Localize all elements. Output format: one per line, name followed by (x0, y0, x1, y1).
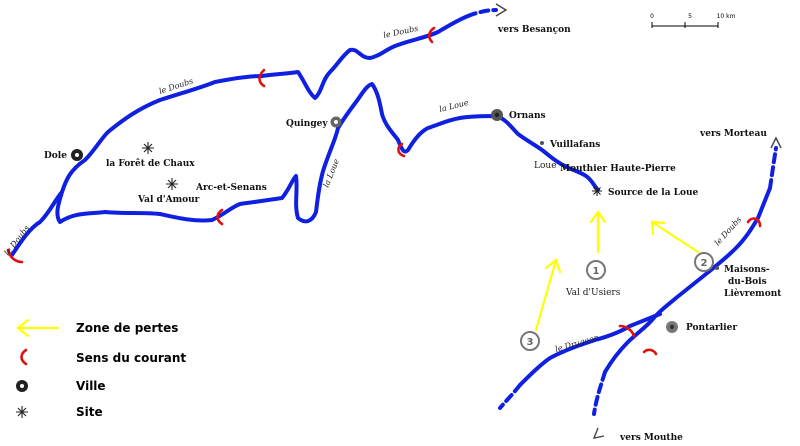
site-val-amour-icon (166, 178, 178, 190)
label-loue-1: la Loue (438, 98, 469, 114)
label-pontarlier: Pontarlier (686, 323, 737, 333)
legend-site-icon (16, 406, 28, 418)
arrow-besancon-icon (495, 3, 508, 17)
flow-mark-7-icon (642, 348, 658, 356)
river-drugeon-dashed (498, 383, 522, 410)
legend-yellow-arrow-icon (16, 318, 60, 338)
river-doubs-dashed-besancon (466, 8, 498, 18)
loss-zone-2-label: 2 (701, 258, 708, 269)
river-loue-lower (55, 82, 600, 224)
scale-tick-0: 0 (650, 13, 654, 20)
city-ornans-icon (491, 109, 503, 121)
flow-mark-8-icon (746, 217, 762, 228)
river-drugeon (518, 312, 662, 387)
label-loue-3: Loue (534, 161, 557, 171)
scale-tick-10: 10 km (717, 13, 736, 20)
village-vuillafans-icon (540, 141, 544, 145)
flow-mark-4-icon (397, 142, 406, 158)
label-maisons-1: Maisons- (724, 265, 770, 275)
legend-red-bracket-icon (20, 348, 28, 366)
loss-zone-1-label: 1 (593, 266, 600, 277)
loss-zone-3-label: 3 (527, 337, 534, 348)
label-doubs-1: le Doubs (2, 224, 31, 257)
label-drugeon: le Drugeon (554, 333, 600, 354)
loss-zone-1-marker (586, 260, 606, 280)
label-quingey: Quingey (286, 119, 328, 129)
flow-mark-2-icon (258, 68, 266, 88)
label-lievremont: Lièvremont (724, 288, 782, 299)
arrow-morteau-icon (770, 136, 782, 149)
village-maisons-icon (715, 266, 719, 270)
legend-label-ville: Ville (76, 379, 106, 393)
label-source: Source de la Loue (608, 188, 699, 198)
label-vers-besancon: vers Besançon (497, 25, 571, 35)
arrow-mouthe-icon (592, 427, 605, 439)
river-doubs-dashed-mouthe (592, 370, 607, 416)
legend-label-site: Site (76, 405, 103, 419)
flow-mark-3-icon (427, 26, 436, 44)
label-vers-mouthe: vers Mouthe (619, 433, 683, 443)
label-arc: Arc-et-Senans (195, 183, 267, 193)
scale-tick-5: 5 (688, 13, 692, 20)
loss-arrow-1-icon (589, 210, 607, 254)
site-foret-icon (142, 142, 154, 154)
label-mouthier: Mouthier Haute-Pierre (560, 164, 676, 174)
legend-label-courant: Sens du courant (76, 351, 186, 365)
label-vuillafans: Vuillafans (549, 140, 600, 150)
label-ornans: Ornans (509, 111, 546, 121)
label-val-usiers: Val d'Usiers (565, 288, 621, 298)
flow-mark-6-icon (618, 324, 636, 338)
legend-city-icon (16, 380, 28, 392)
loss-zone-3-marker (520, 331, 540, 351)
loss-arrow-3-icon (534, 258, 562, 332)
label-maisons-2: du-Bois (728, 277, 767, 287)
label-vers-morteau: vers Morteau (699, 129, 767, 139)
flow-mark-5-icon (216, 208, 224, 226)
loss-arrow-2-icon (650, 220, 700, 254)
label-dole: Dole (44, 151, 67, 161)
city-dole-icon (71, 149, 83, 161)
flow-mark-1-icon (6, 248, 24, 264)
city-pontarlier-icon (666, 321, 678, 333)
site-source-icon (592, 186, 602, 196)
label-val-amour: Val d'Amour (137, 195, 200, 205)
river-doubs-dashed-morteau (768, 146, 778, 190)
scale-bar (651, 22, 719, 28)
label-foret: la Forêt de Chaux (106, 158, 195, 169)
legend-label-pertes: Zone de pertes (76, 321, 178, 335)
river-doubs-lower (10, 14, 470, 257)
loss-zone-2-marker (694, 252, 714, 272)
city-quingey-icon (330, 116, 342, 128)
label-doubs-3: le Doubs (383, 24, 420, 40)
